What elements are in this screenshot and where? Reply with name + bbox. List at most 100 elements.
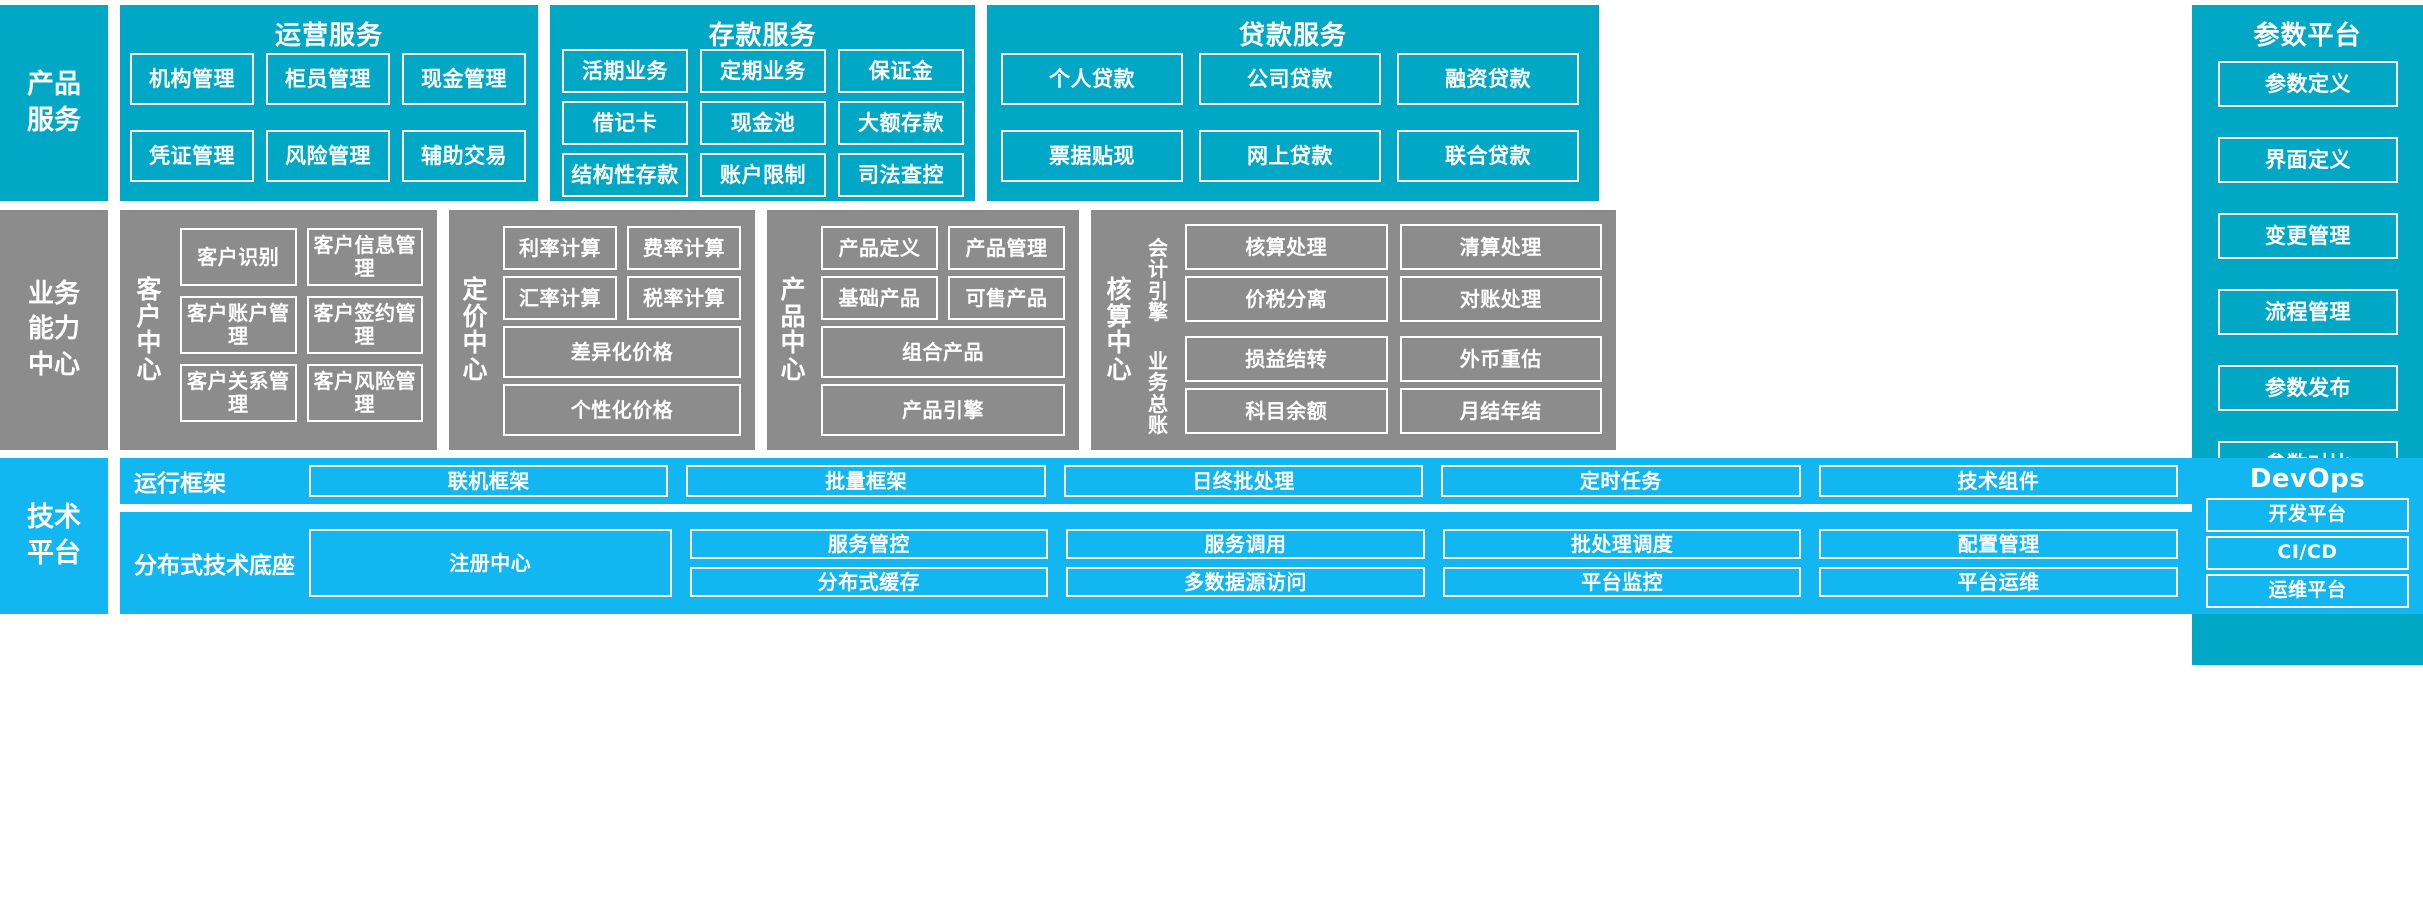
tile-distributed-2-1[interactable]: 多数据源访问 (1066, 567, 1425, 597)
tech-band-runtime: 运行框架 联机框架 批量框架 日终批处理 定时任务 技术组件 (120, 458, 2192, 504)
tile-accounting-top-1-0[interactable]: 价税分离 (1185, 276, 1388, 322)
tile-customer-2-1[interactable]: 客户风险管理 (306, 364, 423, 422)
vchar-accounting-0: 核 (1106, 275, 1132, 304)
tile-customer-2-0[interactable]: 客户关系管理 (180, 364, 297, 422)
tile-product-3-0[interactable]: 产品引擎 (821, 384, 1065, 436)
tile-deposit-1-1[interactable]: 现金池 (700, 101, 826, 145)
vchar-product-0: 产 (780, 275, 806, 304)
tile-param-0[interactable]: 参数定义 (2218, 61, 2398, 107)
tile-deposit-0-2[interactable]: 保证金 (838, 49, 964, 93)
vchar-customer-0: 客 (136, 275, 162, 304)
center-accounting: 核算中心 会计引擎 业务总账 核算处理 清算处理 价税分离 对账处理 (1091, 210, 1616, 450)
product-service-label-line2: 服务 (27, 105, 81, 136)
tile-accounting-top-0-0[interactable]: 核算处理 (1185, 224, 1388, 270)
tile-param-1[interactable]: 界面定义 (2218, 137, 2398, 183)
tile-product-0-0[interactable]: 产品定义 (821, 226, 938, 270)
group-title-devops: DevOps (2249, 464, 2366, 494)
tile-loan-1-0[interactable]: 票据贴现 (1001, 130, 1183, 182)
tile-pricing-3-0[interactable]: 个性化价格 (503, 384, 741, 436)
vchar-pricing-3: 心 (462, 354, 488, 384)
tile-param-4[interactable]: 参数发布 (2218, 365, 2398, 411)
business-capability-side-label: 业务 能力 中心 (0, 210, 108, 450)
tile-loan-0-2[interactable]: 融资贷款 (1397, 53, 1579, 105)
vchar-engine-0: 会 (1148, 236, 1168, 261)
tile-distributed-4-0[interactable]: 配置管理 (1819, 529, 2178, 559)
tile-distributed-registry[interactable]: 注册中心 (309, 529, 672, 597)
tile-loan-1-2[interactable]: 联合贷款 (1397, 130, 1579, 182)
center-pricing-vertical-label: 定价中心 (455, 210, 495, 450)
tile-operations-1-2[interactable]: 辅助交易 (402, 130, 526, 182)
tile-devops-1[interactable]: CI/CD (2206, 536, 2409, 570)
tile-deposit-2-2[interactable]: 司法查控 (838, 153, 964, 197)
tile-operations-0-2[interactable]: 现金管理 (402, 53, 526, 105)
tile-product-0-1[interactable]: 产品管理 (948, 226, 1065, 270)
vchar-product-2: 中 (780, 328, 806, 357)
tile-deposit-1-2[interactable]: 大额存款 (838, 101, 964, 145)
tile-distributed-1-0[interactable]: 服务管控 (689, 529, 1049, 559)
tile-distributed-3-1[interactable]: 平台监控 (1442, 567, 1802, 597)
business-capability-band: 业务 能力 中心 客户中心 客户识别 客户信息管理 客户账户管理 客户签约管理 (0, 210, 2423, 450)
tile-accounting-bottom-1-0[interactable]: 科目余额 (1185, 388, 1388, 434)
center-accounting-sublabel-engine: 会计引擎 (1139, 224, 1177, 337)
tile-accounting-top-1-1[interactable]: 对账处理 (1399, 276, 1602, 322)
tile-pricing-0-0[interactable]: 利率计算 (503, 226, 617, 270)
tile-distributed-1-1[interactable]: 分布式缓存 (689, 567, 1049, 597)
tile-pricing-2-0[interactable]: 差异化价格 (503, 326, 741, 378)
tile-devops-0[interactable]: 开发平台 (2206, 498, 2409, 532)
tile-param-2[interactable]: 变更管理 (2218, 213, 2398, 259)
tech-platform-label-line1: 技术 (27, 501, 81, 533)
tile-devops-2[interactable]: 运维平台 (2206, 574, 2409, 608)
vchar-ledger-2: 总 (1148, 391, 1168, 416)
tile-customer-0-0[interactable]: 客户识别 (180, 228, 297, 286)
vchar-engine-3: 擎 (1148, 299, 1168, 324)
tile-accounting-bottom-0-0[interactable]: 损益结转 (1185, 336, 1388, 382)
tile-operations-1-0[interactable]: 凭证管理 (130, 130, 254, 182)
tile-deposit-0-0[interactable]: 活期业务 (562, 49, 688, 93)
vchar-product-1: 品 (780, 301, 806, 331)
group-deposit-service: 存款服务 活期业务 定期业务 保证金 借记卡 现金池 大额存款 结构性存款 账户… (550, 5, 975, 201)
tile-product-1-1[interactable]: 可售产品 (948, 276, 1065, 320)
center-product: 产品中心 产品定义 产品管理 基础产品 可售产品 组合产品 产品引擎 (767, 210, 1079, 450)
vchar-accounting-1: 算 (1106, 301, 1132, 331)
tech-band-distributed: 分布式技术底座 注册中心 服务管控 分布式缓存 服务调用 多数据源访问 批处理调… (120, 512, 2192, 614)
tile-accounting-top-0-1[interactable]: 清算处理 (1399, 224, 1602, 270)
tile-customer-1-1[interactable]: 客户签约管理 (306, 296, 423, 354)
tile-runtime-4[interactable]: 技术组件 (1818, 465, 2179, 497)
tile-deposit-0-1[interactable]: 定期业务 (700, 49, 826, 93)
tile-runtime-3[interactable]: 定时任务 (1441, 465, 1801, 497)
vchar-accounting-2: 中 (1106, 328, 1132, 357)
tech-platform-side-label: 技术 平台 (0, 458, 108, 614)
vchar-ledger-0: 业 (1148, 349, 1168, 374)
vchar-customer-1: 户 (136, 301, 162, 331)
tile-distributed-4-1[interactable]: 平台运维 (1819, 567, 2178, 597)
tile-pricing-0-1[interactable]: 费率计算 (627, 226, 741, 270)
tile-runtime-1[interactable]: 批量框架 (686, 465, 1046, 497)
tile-distributed-2-0[interactable]: 服务调用 (1066, 529, 1425, 559)
tile-accounting-bottom-1-1[interactable]: 月结年结 (1399, 388, 1602, 434)
tile-deposit-2-0[interactable]: 结构性存款 (562, 153, 688, 197)
tile-pricing-1-1[interactable]: 税率计算 (627, 276, 741, 320)
tile-deposit-1-0[interactable]: 借记卡 (562, 101, 688, 145)
tile-customer-0-1[interactable]: 客户信息管理 (306, 228, 423, 286)
tile-runtime-2[interactable]: 日终批处理 (1063, 465, 1424, 497)
tile-operations-0-0[interactable]: 机构管理 (130, 53, 254, 105)
tile-pricing-1-0[interactable]: 汇率计算 (503, 276, 617, 320)
tile-runtime-0[interactable]: 联机框架 (309, 465, 669, 497)
tile-distributed-3-0[interactable]: 批处理调度 (1442, 529, 1802, 559)
center-customer: 客户中心 客户识别 客户信息管理 客户账户管理 客户签约管理 客户关系管理 客户… (120, 210, 437, 450)
tile-loan-0-1[interactable]: 公司贷款 (1199, 53, 1381, 105)
tile-loan-1-1[interactable]: 网上贷款 (1199, 130, 1381, 182)
tile-accounting-bottom-0-1[interactable]: 外币重估 (1399, 336, 1602, 382)
tile-param-3[interactable]: 流程管理 (2218, 289, 2398, 335)
tile-customer-1-0[interactable]: 客户账户管理 (180, 296, 297, 354)
tile-operations-0-1[interactable]: 柜员管理 (266, 53, 390, 105)
tile-operations-1-1[interactable]: 风险管理 (266, 130, 390, 182)
group-title-deposit: 存款服务 (708, 21, 817, 51)
tile-loan-0-0[interactable]: 个人贷款 (1001, 53, 1183, 105)
tile-deposit-2-1[interactable]: 账户限制 (700, 153, 826, 197)
group-loan-service: 贷款服务 个人贷款 公司贷款 融资贷款 票据贴现 网上贷款 联合贷款 (987, 5, 1599, 201)
vchar-pricing-1: 价 (462, 301, 488, 331)
tile-product-2-0[interactable]: 组合产品 (821, 326, 1065, 378)
tile-product-1-0[interactable]: 基础产品 (821, 276, 938, 320)
